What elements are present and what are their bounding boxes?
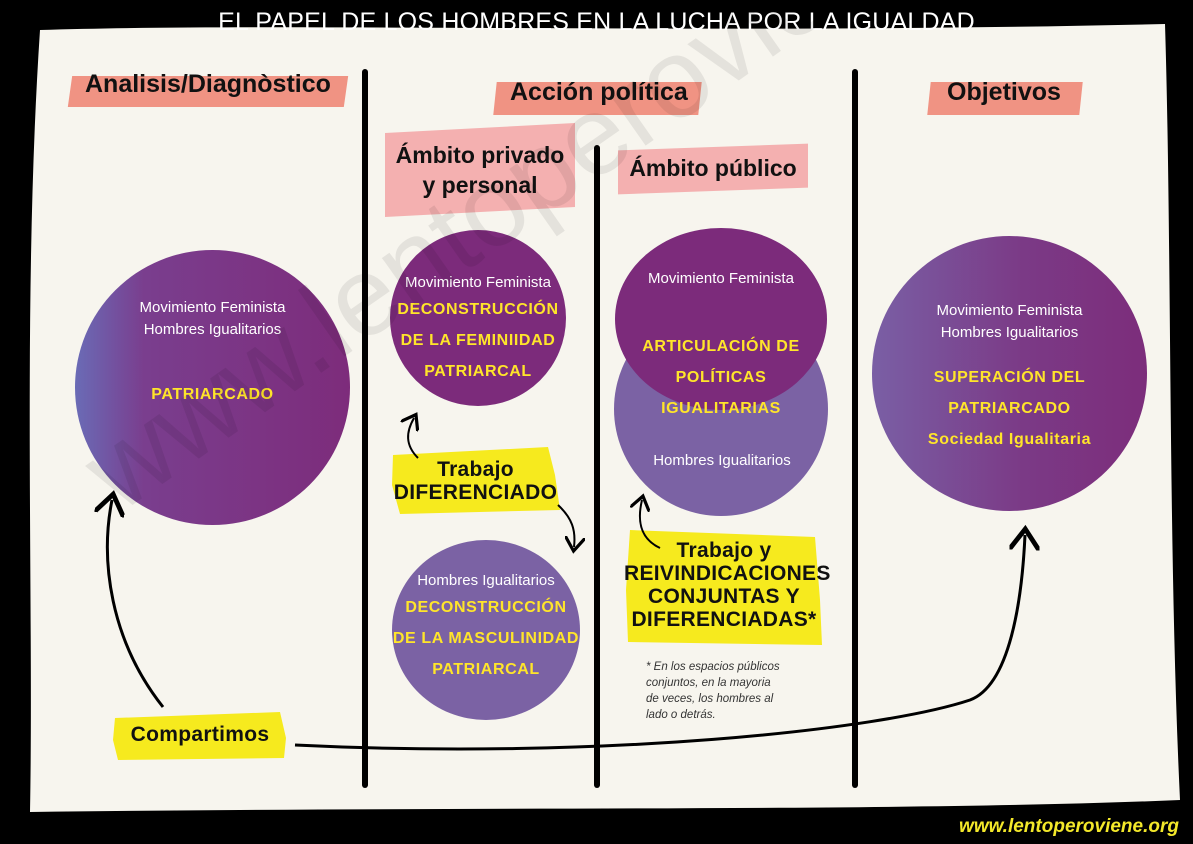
label-conjunto: Trabajo y REIVINDICACIONES CONJUNTAS Y D… <box>624 539 831 631</box>
analisis-line1: Movimiento Feminista <box>139 299 286 316</box>
footnote: * En los espacios públicos conjuntos, en… <box>646 659 806 723</box>
header-accion-text: Acción política <box>510 78 688 106</box>
subheader-privado-line2: y personal <box>422 172 538 198</box>
circle-privado-bottom: Hombres Igualitarios DECONSTRUCCIÓN DE L… <box>392 540 580 720</box>
label-trabajo-line2: DIFERENCIADO <box>393 481 558 504</box>
footnote-line1: * En los espacios públicos <box>646 661 780 673</box>
label-conjunto-line1: Trabajo y <box>676 539 772 562</box>
label-trabajo: Trabajo DIFERENCIADO <box>393 458 558 504</box>
label-trabajo-line1: Trabajo <box>437 458 514 481</box>
privado-bottom-key1: DECONSTRUCCIÓN <box>405 599 567 616</box>
header-objetivos-text: Objetivos <box>947 78 1061 106</box>
label-compartimos-text: Compartimos <box>130 723 270 746</box>
header-analisis-text: Analisis/Diagnòstico <box>85 70 331 98</box>
analisis-line2: Hombres Igualitarios <box>143 321 282 338</box>
circle-publico-top <box>615 228 827 410</box>
arrow-to-objetivos <box>294 535 1025 751</box>
publico-key3: IGUALITARIAS <box>661 400 781 417</box>
paper-shape <box>29 24 1181 812</box>
header-accion: Acción política <box>493 78 702 115</box>
label-compartimos: Compartimos <box>115 723 285 746</box>
privado-bottom-key3: PATRIARCAL <box>432 661 540 678</box>
header-objetivos: Objetivos <box>927 78 1083 115</box>
arrow-to-privado-bottom <box>557 504 574 547</box>
publico-key1: ARTICULACIÓN DE <box>642 338 800 355</box>
header-analisis: Analisis/Diagnòstico <box>67 70 349 107</box>
circle-analisis: Movimiento Feminista Hombres Igualitario… <box>75 250 350 525</box>
footnote-line4: lado o detrás. <box>646 709 716 721</box>
circle-objetivos: Movimiento Feminista Hombres Igualitario… <box>872 236 1147 511</box>
privado-top-line1: Movimiento Feminista <box>405 274 551 291</box>
privado-top-key1: DECONSTRUCCIÓN <box>397 301 559 318</box>
arrow-to-publico <box>640 500 661 549</box>
subheader-publico: Ámbito público <box>618 143 808 195</box>
website-link[interactable]: www.lentoperoviene.org <box>959 816 1179 837</box>
footnote-line2: conjuntos, en la mayoria <box>646 677 771 689</box>
subheader-publico-text: Ámbito público <box>629 155 797 181</box>
arrow-to-privado-top <box>408 418 418 459</box>
label-conjunto-line3: CONJUNTAS Y <box>648 585 800 608</box>
subheader-privado: Ámbito privado y personal <box>385 123 575 217</box>
subheader-privado-line1: Ámbito privado <box>395 142 565 168</box>
objetivos-key1: SUPERACIÓN DEL <box>933 369 1086 386</box>
privado-bottom-key2: DE LA MASCULINIDAD <box>392 630 580 647</box>
privado-bottom-line1: Hombres Igualitarios <box>417 572 555 589</box>
page-title: EL PAPEL DE LOS HOMBRES EN LA LUCHA POR … <box>218 8 975 36</box>
circle-privado-top: Movimiento Feminista DECONSTRUCCIÓN DE L… <box>390 230 566 406</box>
objetivos-key2: PATRIARCADO <box>948 400 1071 417</box>
objetivos-line2: Hombres Igualitarios <box>940 324 1079 341</box>
analisis-key: PATRIARCADO <box>151 386 274 403</box>
trabajo-highlight <box>392 447 560 514</box>
objetivos-line1: Movimiento Feminista <box>936 302 1083 319</box>
publico-key2: POLÍTICAS <box>675 369 767 386</box>
conjunto-highlight <box>626 530 822 645</box>
label-conjunto-line2: REIVINDICACIONES <box>624 562 831 585</box>
footnote-line3: de veces, los hombres al <box>646 693 774 705</box>
privado-top-key2: DE LA FEMINIIDAD <box>400 332 556 349</box>
label-conjunto-line4: DIFERENCIADAS* <box>631 608 817 631</box>
arrow-to-analisis <box>107 500 165 708</box>
compartimos-highlight <box>113 712 286 760</box>
publico-bottom-line: Hombres Igualitarios <box>653 452 791 469</box>
privado-top-key3: PATRIARCAL <box>424 363 532 380</box>
objetivos-key3: Sociedad Igualitaria <box>927 431 1092 448</box>
publico-top-line: Movimiento Feminista <box>648 270 794 287</box>
